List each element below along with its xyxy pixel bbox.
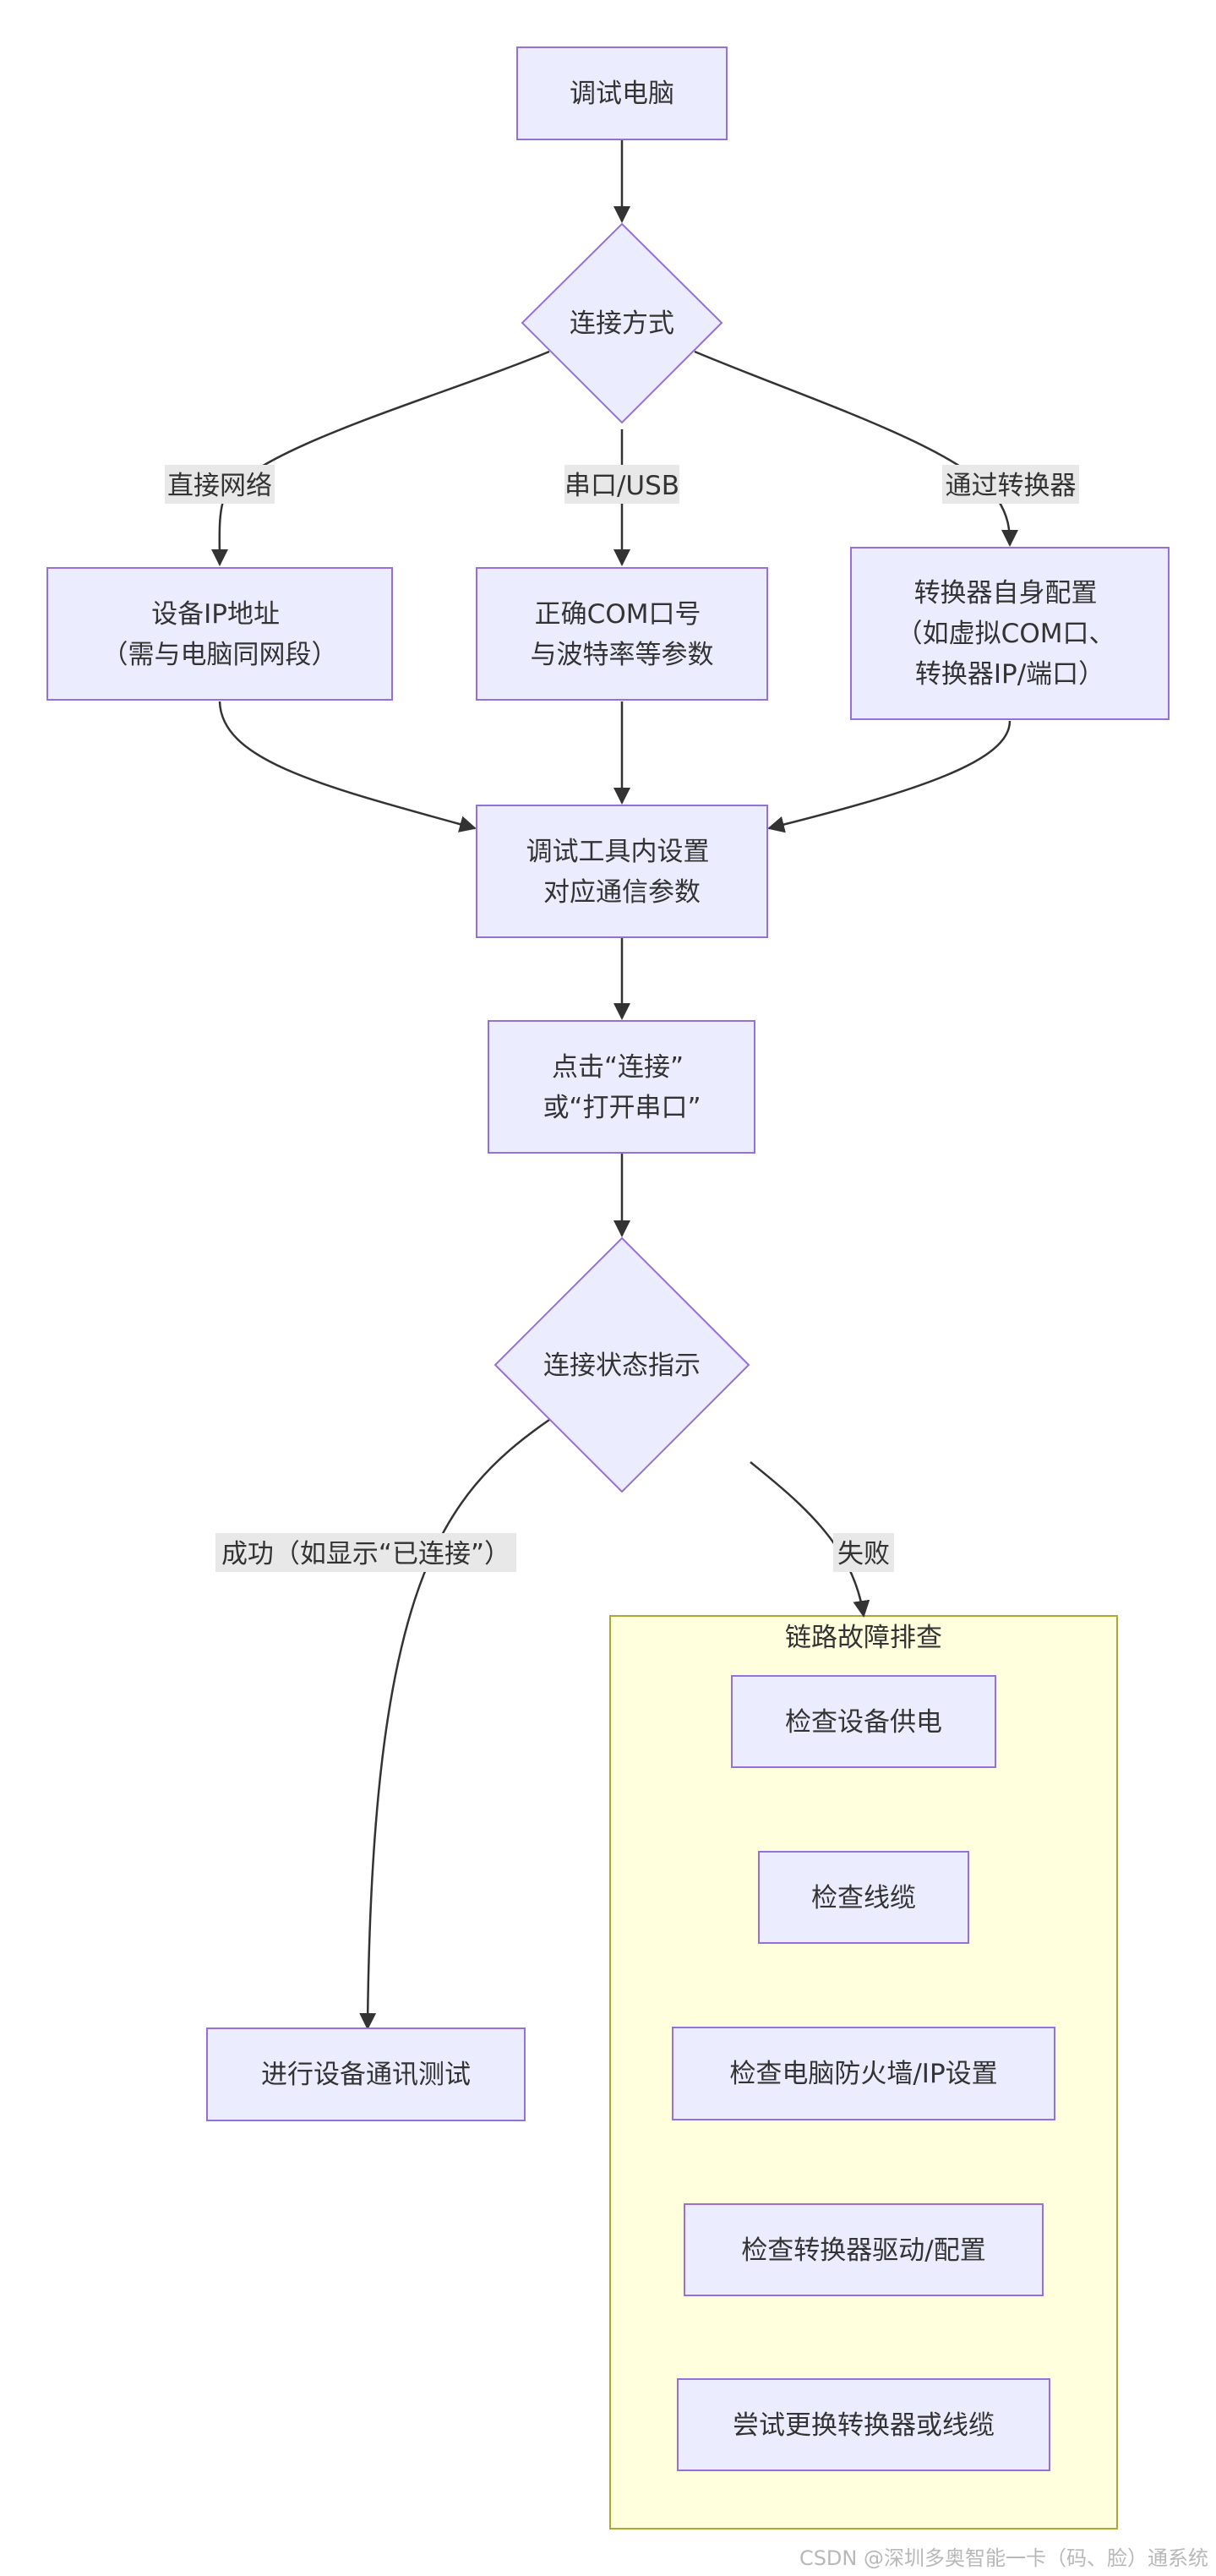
edge-method-to-ip bbox=[210, 350, 550, 566]
node-com-port-text: 正确COM口号 与波特率等参数 bbox=[531, 599, 714, 670]
node-converter-config: 转换器自身配置 （如虚拟COM口、 转换器IP/端口） bbox=[850, 547, 1170, 720]
node-connection-method-text: 连接方式 bbox=[570, 308, 674, 339]
edge-converter-to-tool bbox=[767, 720, 1012, 833]
svg-text:串口/USB: 串口/USB bbox=[564, 471, 679, 501]
node-check-cable-text: 检查线缆 bbox=[811, 1883, 916, 1913]
node-try-replace: 尝试更换转换器或线缆 bbox=[677, 2378, 1050, 2471]
node-check-firewall: 检查电脑防火墙/IP设置 bbox=[672, 2027, 1055, 2120]
node-tool-setup: 调试工具内设置 对应通信参数 bbox=[476, 805, 768, 938]
node-connection-status: 连接状态指示 bbox=[493, 1236, 750, 1493]
edge-ip-to-tool bbox=[218, 701, 477, 832]
svg-text:成功（如显示“已连接”）: 成功（如显示“已连接”） bbox=[221, 1539, 510, 1569]
node-try-replace-text: 尝试更换转换器或线缆 bbox=[733, 2410, 995, 2441]
node-com-port: 正确COM口号 与波特率等参数 bbox=[476, 567, 768, 701]
node-check-power: 检查设备供电 bbox=[731, 1675, 996, 1768]
node-comm-test-text: 进行设备通讯测试 bbox=[261, 2060, 471, 2090]
edge-method-to-converter bbox=[694, 350, 1018, 547]
node-check-cable: 检查线缆 bbox=[758, 1851, 969, 1944]
watermark: CSDN @深圳多奥智能一卡（码、脸）通系统 bbox=[799, 2546, 1208, 2570]
node-device-ip-text: 设备IP地址 （需与电脑同网段） bbox=[102, 599, 338, 670]
edge-label-success: 成功（如显示“已连接”） bbox=[215, 1533, 516, 1572]
edge-status-to-cluster bbox=[750, 1461, 870, 1618]
nodes: 调试电脑 连接方式 设备IP地址 （需与电脑同网段） 正确COM口号 与波特率等… bbox=[46, 46, 1170, 2471]
edge-label-via-converter: 通过转换器 bbox=[942, 465, 1079, 504]
node-check-driver: 检查转换器驱动/配置 bbox=[684, 2203, 1044, 2296]
node-tool-setup-text: 调试工具内设置 对应通信参数 bbox=[526, 837, 718, 908]
node-check-driver-text: 检查转换器驱动/配置 bbox=[741, 2235, 985, 2266]
svg-text:失败: 失败 bbox=[837, 1539, 890, 1569]
node-debug-pc: 调试电脑 bbox=[516, 46, 728, 140]
svg-text:通过转换器: 通过转换器 bbox=[946, 471, 1077, 501]
edges bbox=[210, 139, 1018, 2030]
node-click-connect-text: 点击“连接” 或“打开串口” bbox=[543, 1052, 701, 1123]
node-debug-pc-text: 调试电脑 bbox=[570, 79, 674, 109]
edge-labels: 直接网络 串口/USB 通过转换器 成功（如显示“已连接”） 失败 bbox=[165, 465, 1079, 1572]
node-comm-test: 进行设备通讯测试 bbox=[206, 2028, 526, 2121]
node-connection-status-text: 连接状态指示 bbox=[543, 1351, 701, 1381]
svg-text:直接网络: 直接网络 bbox=[167, 471, 272, 501]
node-converter-config-text: 转换器自身配置 （如虚拟COM口、 转换器IP/端口） bbox=[897, 578, 1124, 690]
node-click-connect: 点击“连接” 或“打开串口” bbox=[488, 1020, 755, 1154]
node-connection-method: 连接方式 bbox=[521, 222, 723, 424]
node-check-firewall-text: 检查电脑防火墙/IP设置 bbox=[729, 2059, 997, 2089]
edge-status-to-test bbox=[359, 1418, 550, 2030]
node-device-ip: 设备IP地址 （需与电脑同网段） bbox=[46, 567, 393, 701]
edge-label-failure: 失败 bbox=[833, 1533, 894, 1572]
edge-label-direct-network: 直接网络 bbox=[165, 465, 275, 504]
node-check-power-text: 检查设备供电 bbox=[785, 1707, 942, 1738]
cluster-title: 链路故障排查 bbox=[785, 1623, 942, 1653]
edge-label-serial-usb: 串口/USB bbox=[564, 465, 679, 504]
